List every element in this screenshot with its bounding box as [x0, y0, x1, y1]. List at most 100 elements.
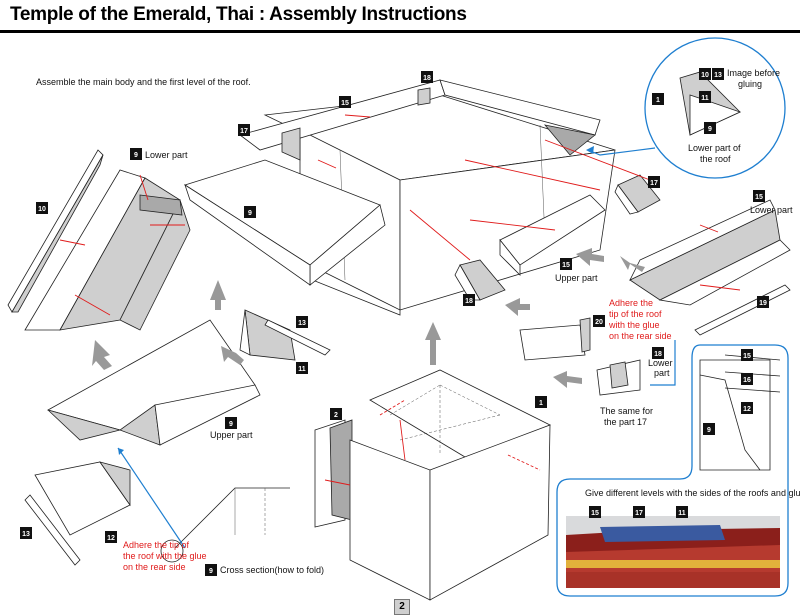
levels-inset: [556, 344, 789, 597]
badge-9-callout: 9: [704, 122, 716, 134]
label-lower-part-15: Lower part: [750, 205, 793, 215]
badge-15-inset: 15: [741, 349, 753, 361]
label-lower-roof-b: the roof: [700, 154, 731, 164]
label-same-17a: The same for: [600, 406, 653, 416]
svg-text:12: 12: [107, 535, 115, 542]
svg-text:15: 15: [591, 510, 599, 517]
badge-18-top: 18: [421, 71, 433, 83]
svg-text:9: 9: [209, 568, 213, 575]
badge-17-top: 17: [238, 124, 250, 136]
badge-13-low: 13: [20, 527, 32, 539]
part-badges: 18 15 17 9 17 18 9 10 13 11 9 2 1 13 12 …: [20, 68, 769, 576]
label-image-before-a: Image before: [727, 68, 780, 78]
svg-text:9: 9: [134, 152, 138, 159]
svg-text:10: 10: [38, 206, 46, 213]
svg-text:17: 17: [635, 510, 643, 517]
page-number: 2: [394, 599, 410, 615]
svg-text:17: 17: [240, 128, 248, 135]
glue-note-right-2: tip of the roof: [609, 309, 662, 319]
svg-text:9: 9: [248, 210, 252, 217]
svg-text:1: 1: [539, 400, 543, 407]
badge-18-mid: 18: [463, 294, 475, 306]
body-right-face: [399, 149, 616, 311]
intro-text: Assemble the main body and the first lev…: [36, 77, 251, 87]
badge-17-photo: 17: [633, 506, 645, 518]
label-lower-roof-a: Lower part of: [688, 143, 741, 153]
label-image-before-b: gluing: [738, 79, 762, 89]
badge-16-inset: 16: [741, 373, 753, 385]
badge-17-right: 17: [648, 176, 660, 188]
callout-line-right: [650, 340, 676, 386]
svg-text:11: 11: [701, 95, 709, 102]
badge-11-photo: 11: [676, 506, 688, 518]
label-same-17b: the part 17: [604, 417, 647, 427]
badge-13-callout: 13: [712, 68, 724, 80]
svg-text:9: 9: [707, 427, 711, 434]
badge-15-right: 15: [753, 190, 765, 202]
label-upper-part-15: Upper part: [555, 273, 598, 283]
badge-9-inset: 9: [703, 423, 715, 435]
svg-text:12: 12: [743, 406, 751, 413]
svg-text:17: 17: [650, 180, 658, 187]
svg-text:15: 15: [743, 353, 751, 360]
badge-15-photo: 15: [589, 506, 601, 518]
page-title: Temple of the Emerald, Thai : Assembly I…: [10, 4, 467, 25]
glue-note-right-1: Adhere the: [609, 298, 653, 308]
part-9-upper: [46, 319, 261, 446]
badge-11-mid: 11: [296, 362, 308, 374]
badge-18-lower: 18: [652, 347, 664, 359]
svg-text:1: 1: [656, 97, 660, 104]
main-assembly: [184, 79, 661, 316]
svg-text:15: 15: [562, 262, 570, 269]
part-12-13: [24, 461, 131, 566]
part-20-18: [519, 317, 641, 396]
svg-text:18: 18: [654, 351, 662, 358]
glue-note-right-4: on the rear side: [609, 331, 672, 341]
badge-15-upper: 15: [560, 258, 572, 270]
badge-1-callout: 1: [652, 93, 664, 105]
badge-12-low: 12: [105, 531, 117, 543]
svg-text:9: 9: [708, 126, 712, 133]
svg-text:11: 11: [298, 366, 306, 373]
glue-callout: [586, 37, 786, 179]
badge-15-top: 15: [339, 96, 351, 108]
part-11-13: [239, 309, 331, 361]
badge-11-callout: 11: [699, 91, 711, 103]
label-lower-18a: Lower: [648, 358, 673, 368]
badge-10: 10: [36, 202, 48, 214]
badge-9-roof: 9: [244, 206, 256, 218]
glue-note-left-3: on the rear side: [123, 562, 186, 572]
label-lower-part-9: Lower part: [145, 150, 188, 160]
svg-text:13: 13: [22, 531, 30, 538]
badge-20: 20: [593, 315, 605, 327]
cross-section: [160, 487, 290, 563]
svg-text:11: 11: [678, 510, 686, 517]
flow-arrows: [92, 248, 645, 388]
svg-text:19: 19: [759, 300, 767, 307]
svg-text:9: 9: [229, 421, 233, 428]
label-levels-caption: Give different levels with the sides of …: [585, 488, 800, 498]
badge-10-callout: 10: [699, 68, 711, 80]
badge-1: 1: [535, 396, 547, 408]
badge-2: 2: [330, 408, 342, 420]
callout-line-left: [117, 447, 186, 549]
svg-text:10: 10: [701, 72, 709, 79]
svg-text:13: 13: [298, 320, 306, 327]
badge-9-cross: 9: [205, 564, 217, 576]
base-box: [314, 369, 551, 601]
label-upper-part-9: Upper part: [210, 430, 253, 440]
badge-13-mid: 13: [296, 316, 308, 328]
svg-text:13: 13: [714, 72, 722, 79]
glue-note-left-2: the roof with the glue: [123, 551, 207, 561]
svg-text:20: 20: [595, 319, 603, 326]
svg-text:18: 18: [423, 75, 431, 82]
badge-19: 19: [757, 296, 769, 308]
svg-text:2: 2: [334, 412, 338, 419]
svg-text:15: 15: [341, 100, 349, 107]
title-rule: [0, 30, 800, 33]
label-cross-section: Cross section(how to fold): [220, 565, 324, 575]
part-10-strip: [7, 149, 104, 313]
glue-note-left-1: Adhere the tip of: [123, 540, 190, 550]
glue-note-right-3: with the glue: [608, 320, 660, 330]
